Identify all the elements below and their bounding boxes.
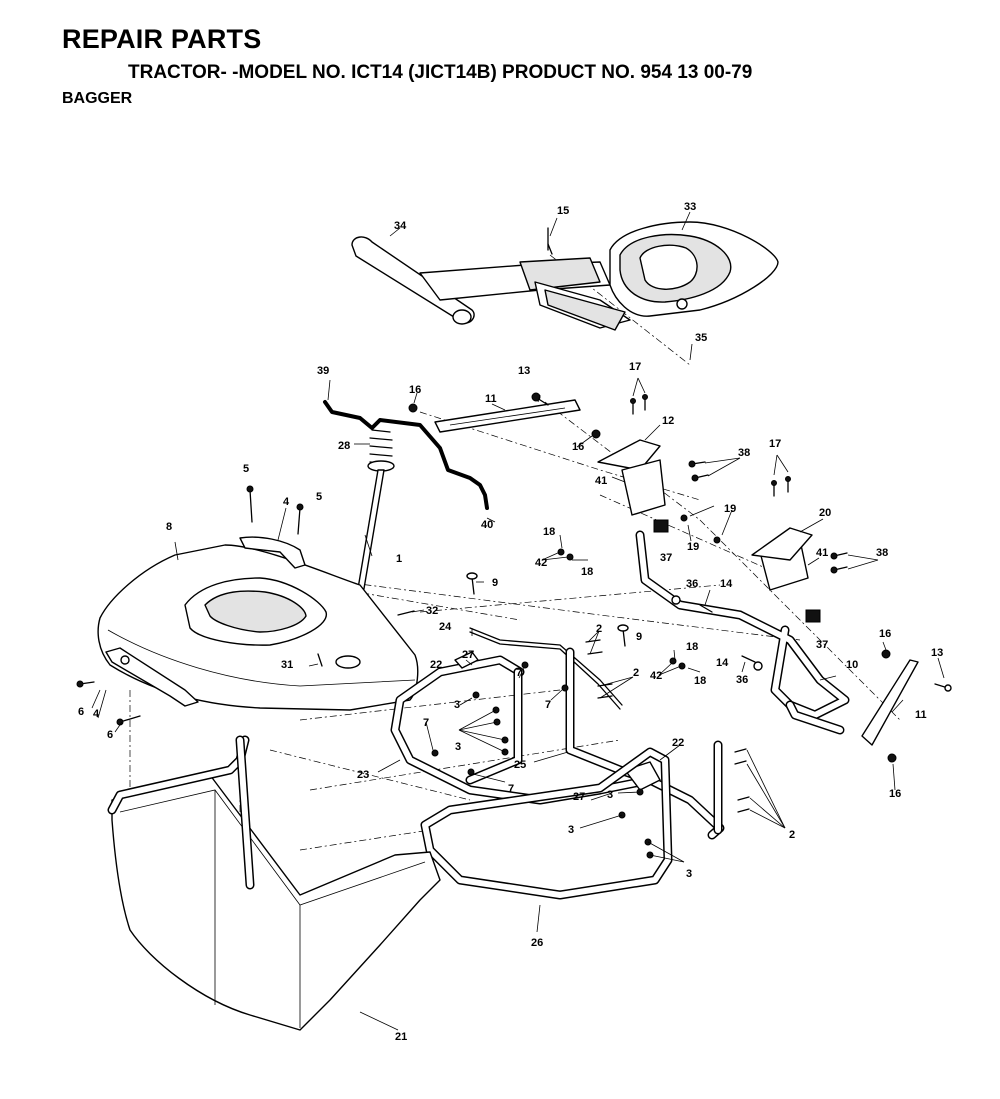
callout-label: 42	[535, 557, 547, 569]
callout-label: 7	[423, 717, 429, 729]
callout-label: 37	[816, 639, 828, 651]
callout-label: 2	[596, 623, 602, 635]
callout-label: 38	[738, 447, 750, 459]
callout-label: 19	[687, 541, 699, 553]
callout-label: 16	[572, 441, 584, 453]
callout-label: 39	[317, 365, 329, 377]
callout-label: 41	[595, 475, 607, 487]
callout-label: 7	[545, 699, 551, 711]
callout-label: 4	[93, 708, 100, 720]
grass-bag	[107, 735, 441, 1031]
section-title: BAGGER	[62, 90, 133, 107]
callout-label: 17	[629, 361, 641, 373]
callout-label: 38	[876, 547, 888, 559]
callout-label: 3	[607, 789, 613, 801]
frame-26	[420, 747, 673, 900]
callout-label: 9	[492, 577, 498, 589]
latch-brackets	[105, 647, 199, 707]
callout-label: 18	[694, 675, 706, 687]
callout-label: 6	[107, 729, 113, 741]
callout-label: 18	[543, 526, 555, 538]
callout-label: 13	[518, 365, 530, 377]
callout-label: 8	[166, 521, 172, 533]
callout-label: 12	[662, 415, 674, 427]
bracket-11-right	[861, 659, 919, 746]
callout-label: 15	[557, 205, 569, 217]
callout-label: 37	[660, 552, 672, 564]
bagger-cover	[97, 536, 419, 711]
callout-label: 22	[430, 659, 442, 671]
callout-label: 25	[514, 759, 526, 771]
callout-label: 5	[316, 491, 322, 503]
callout-label: 18	[686, 641, 698, 653]
model-line: TRACTOR- -MODEL NO. ICT14 (JICT14B) PROD…	[128, 62, 753, 83]
callout-label: 1	[396, 553, 402, 565]
callout-label: 3	[454, 699, 460, 711]
callout-label: 16	[409, 384, 421, 396]
callout-label: 42	[650, 670, 662, 682]
callout-label: 19	[724, 503, 736, 515]
callout-label: 2	[633, 667, 639, 679]
chute-handle-assembly	[351, 221, 779, 331]
leader-lines	[91, 211, 945, 1031]
callout-label: 4	[283, 496, 290, 508]
callout-label: 40	[481, 519, 493, 531]
rod-24	[469, 627, 623, 710]
callout-label: 3	[455, 741, 461, 753]
callout-label: 16	[879, 628, 891, 640]
callout-label: 36	[736, 674, 748, 686]
callout-label: 7	[516, 667, 522, 679]
rubber-blocks	[653, 519, 821, 623]
callout-label: 13	[931, 647, 943, 659]
callout-label: 35	[695, 332, 707, 344]
mounts	[597, 439, 813, 591]
callout-label: 9	[636, 631, 642, 643]
callout-label: 6	[78, 706, 84, 718]
callout-label: 31	[281, 659, 293, 671]
callout-label: 5	[243, 463, 249, 475]
callout-label: 33	[684, 201, 696, 213]
callout-label: 11	[915, 709, 927, 721]
callout-label: 10	[846, 659, 858, 671]
callout-label: 21	[395, 1031, 407, 1043]
callout-label: 41	[816, 547, 828, 559]
callout-label: 32	[426, 605, 438, 617]
callout-label: 20	[819, 507, 831, 519]
page-title: REPAIR PARTS	[62, 24, 262, 54]
callout-label: 27	[462, 649, 474, 661]
callout-labels: 1 2 2 2 3 3 3 3 3 4 4 5 5 6 6 7 7 7 7 8 …	[78, 201, 943, 1043]
callout-label: 22	[672, 737, 684, 749]
callout-label: 36	[686, 578, 698, 590]
hardware	[76, 392, 952, 859]
callout-label: 18	[581, 566, 593, 578]
callout-label: 17	[769, 438, 781, 450]
callout-label: 27	[573, 791, 585, 803]
callout-label: 14	[716, 657, 729, 669]
callout-label: 28	[338, 440, 350, 452]
callout-label: 14	[720, 578, 733, 590]
callout-label: 11	[485, 393, 497, 405]
bracket-11-top	[434, 399, 581, 433]
callout-label: 2	[789, 829, 795, 841]
callout-label: 24	[439, 621, 452, 633]
callout-label: 3	[568, 824, 574, 836]
callout-label: 16	[889, 788, 901, 800]
callout-label: 26	[531, 937, 543, 949]
callout-label: 23	[357, 769, 369, 781]
callout-label: 3	[686, 868, 692, 880]
callout-label: 34	[394, 220, 407, 232]
wire-rod-39-40	[323, 400, 489, 510]
callout-label: 7	[508, 783, 514, 795]
